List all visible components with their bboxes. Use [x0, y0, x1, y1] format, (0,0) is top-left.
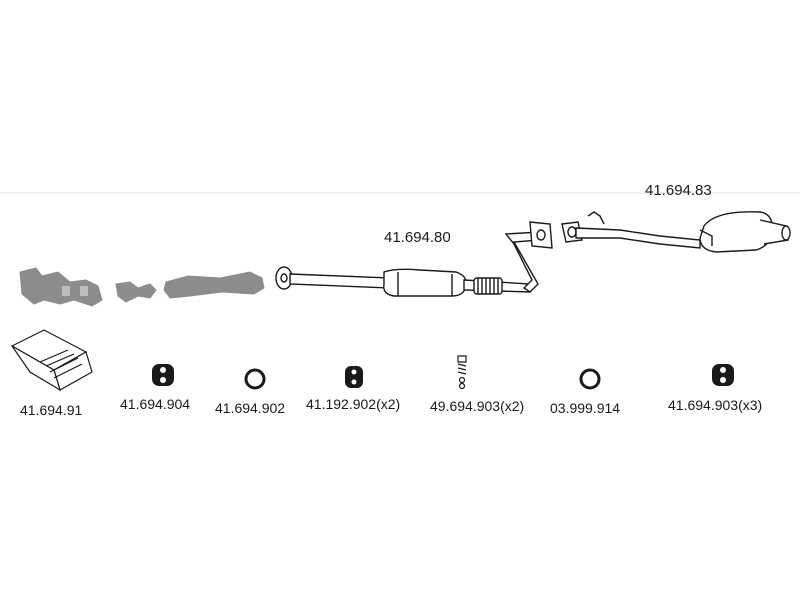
part-code-label: 41.694.903(x3)	[668, 397, 763, 413]
sealing-ring-icon	[244, 368, 266, 390]
rubber-hanger-icon	[152, 364, 174, 386]
part-code-label: 41.694.91	[20, 402, 83, 418]
assembly-label-rear-muffler: 41.694.83	[645, 182, 712, 199]
sealing-ring-icon	[579, 368, 601, 390]
middle-muffler	[383, 268, 467, 297]
flex-joint	[473, 277, 503, 295]
part-code-label: 41.192.902(x2)	[306, 396, 401, 412]
rubber-hanger-icon	[345, 366, 363, 388]
part-code-label: 03.999.914	[550, 400, 621, 416]
rear-pipe	[575, 227, 701, 249]
mounting-kit-box-icon	[10, 329, 93, 392]
rear-muffler-assembly	[561, 211, 791, 253]
front-pipe-muffler-assembly	[275, 221, 553, 297]
front-pipe	[289, 273, 391, 289]
spring-bolt-icon	[457, 355, 467, 390]
rubber-hanger-icon	[712, 364, 734, 386]
catalyst-ghost	[163, 271, 265, 299]
downpipe-ghost	[115, 281, 157, 303]
part-code-label: 49.694.903(x2)	[430, 398, 525, 414]
assembly-label-front-pipe-muffler: 41.694.80	[384, 229, 451, 246]
outlet-flange	[529, 221, 553, 249]
part-code-label: 41.694.902	[215, 400, 286, 416]
part-code-label: 41.694.904	[120, 396, 191, 412]
hanger-bracket	[587, 211, 605, 225]
manifold-ghost	[19, 267, 103, 307]
rear-muffler-box	[699, 211, 773, 253]
